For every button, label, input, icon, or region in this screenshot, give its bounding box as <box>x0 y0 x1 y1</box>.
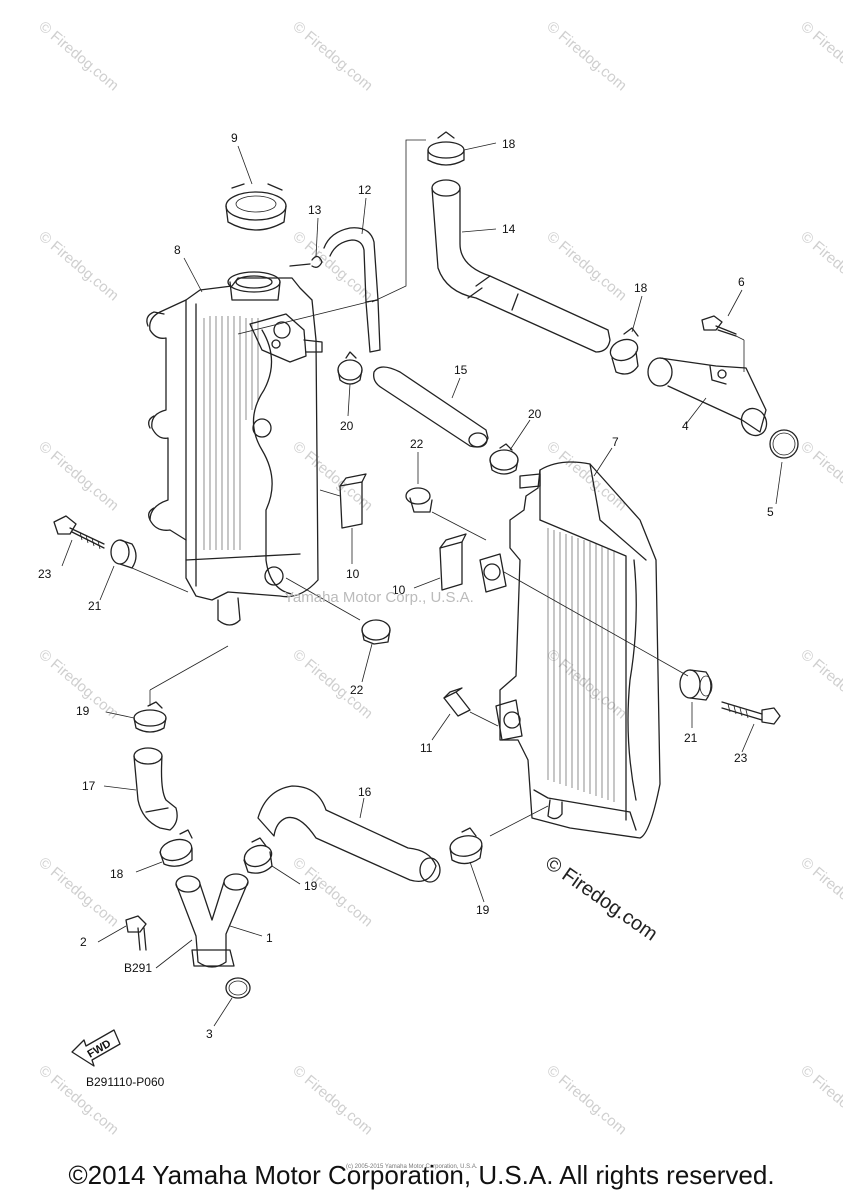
clamp-18-top <box>427 131 465 166</box>
watermark: © Firedog.com <box>289 18 375 94</box>
bolt-code: B291 <box>124 961 152 975</box>
callout-4: 4 <box>682 419 689 433</box>
callout-2: 2 <box>80 935 87 949</box>
watermark: © Firedog.com <box>543 646 629 722</box>
assembly-lines <box>131 139 745 837</box>
watermark: © Firedog.com <box>35 1062 121 1138</box>
hose-15 <box>373 366 489 448</box>
callout-11: 11 <box>420 741 433 755</box>
callout-22: 22 <box>410 437 424 451</box>
callout-21: 21 <box>684 731 698 745</box>
watermark: © Firedog.com <box>35 18 121 94</box>
clamp-19-right <box>449 827 483 865</box>
clamp-18-joint <box>609 327 639 375</box>
callout-23: 23 <box>38 567 52 581</box>
watermark: © Firedog.com <box>289 854 375 930</box>
callout-leaders <box>61 142 783 1027</box>
callout-19: 19 <box>76 704 90 718</box>
clamp-19-left <box>133 701 167 733</box>
watermark: © Firedog.com <box>543 228 629 304</box>
watermark: © Firedog.com <box>289 228 375 304</box>
clamp-20-left <box>337 351 363 385</box>
watermark: © Firedog.com <box>797 1062 843 1138</box>
watermark: © Firedog.com <box>543 438 629 514</box>
callout-7: 7 <box>612 435 619 449</box>
callout-21: 21 <box>88 599 102 613</box>
copyright-footer: ©2014 Yamaha Motor Corporation, U.S.A. A… <box>68 1160 775 1190</box>
collar-22-upper <box>405 487 433 513</box>
callout-18: 18 <box>502 137 516 151</box>
bolt-23-right <box>721 701 781 725</box>
callout-16: 16 <box>358 785 372 799</box>
callout-3: 3 <box>206 1027 213 1041</box>
callout-10: 10 <box>392 583 406 597</box>
collar-21-left <box>110 539 137 569</box>
watermark: © Firedog.com <box>797 438 843 514</box>
callout-18: 18 <box>634 281 648 295</box>
callout-labels: 9 8 12 13 18 14 18 6 15 20 20 4 22 7 5 1… <box>38 131 774 1089</box>
collar-21-right <box>679 669 713 701</box>
radiator-left <box>146 271 323 626</box>
watermark: © Firedog.com <box>543 1062 629 1138</box>
callout-5: 5 <box>767 505 774 519</box>
damper-10-right <box>439 533 467 591</box>
watermark: © Firedog.com <box>797 18 843 94</box>
watermark: © Firedog.com <box>35 854 121 930</box>
bolt-6 <box>701 315 737 337</box>
watermark: © Firedog.com <box>289 438 375 514</box>
radiator-left-fins <box>203 316 259 550</box>
callout-12: 12 <box>358 183 372 197</box>
callout-14: 14 <box>502 222 516 236</box>
callout-20: 20 <box>528 407 542 421</box>
callout-18: 18 <box>110 867 124 881</box>
damper-10-left <box>339 473 367 529</box>
callout-13: 13 <box>308 203 322 217</box>
callout-1: 1 <box>266 931 273 945</box>
callout-9: 9 <box>231 131 238 145</box>
collar-22-lower <box>361 619 391 645</box>
firedog-watermark: © Firedog.com <box>541 852 661 945</box>
o-ring-5 <box>769 429 799 459</box>
clamp-13 <box>289 255 323 268</box>
joint-pipe-4 <box>647 357 768 437</box>
hose-17 <box>133 747 178 831</box>
hose-16 <box>257 785 441 883</box>
clamp-20-right <box>489 443 519 475</box>
watermark: © Firedog.com <box>797 854 843 930</box>
small-copyright: (c) 2005-2015 Yamaha Motor Corporation, … <box>346 1164 478 1170</box>
bolt-23-left <box>53 515 105 550</box>
bolt-2 <box>125 915 147 951</box>
watermark: © Firedog.com <box>35 228 121 304</box>
callout-22: 22 <box>350 683 364 697</box>
callout-19: 19 <box>476 903 490 917</box>
callout-10: 10 <box>346 567 360 581</box>
watermark: © Firedog.com <box>797 228 843 304</box>
callout-20: 20 <box>340 419 354 433</box>
callout-19: 19 <box>304 879 318 893</box>
o-ring-3 <box>225 977 251 999</box>
clamp-18-bottom <box>159 829 193 867</box>
damper-11 <box>443 687 471 717</box>
watermark: © Firedog.com <box>35 438 121 514</box>
hose-14 <box>431 179 611 353</box>
radiator-right <box>479 461 661 839</box>
callout-15: 15 <box>454 363 468 377</box>
callout-6: 6 <box>738 275 745 289</box>
watermark: © Firedog.com <box>543 18 629 94</box>
clamp-19-middle <box>243 837 273 874</box>
radiator-cap <box>225 183 287 231</box>
fwd-arrow-icon: FWD <box>71 1029 121 1067</box>
y-joint-1 <box>175 873 249 968</box>
watermark: © Firedog.com <box>797 646 843 722</box>
diagram-code: B291110-P060 <box>86 1075 165 1089</box>
radiator-right-fins <box>547 528 615 802</box>
callout-17: 17 <box>82 779 96 793</box>
center-watermark: Yamaha Motor Corp., U.S.A. <box>284 589 474 606</box>
fwd-label: FWD <box>86 1038 114 1061</box>
callout-23: 23 <box>734 751 748 765</box>
watermark: © Firedog.com <box>289 1062 375 1138</box>
callout-8: 8 <box>174 243 181 257</box>
